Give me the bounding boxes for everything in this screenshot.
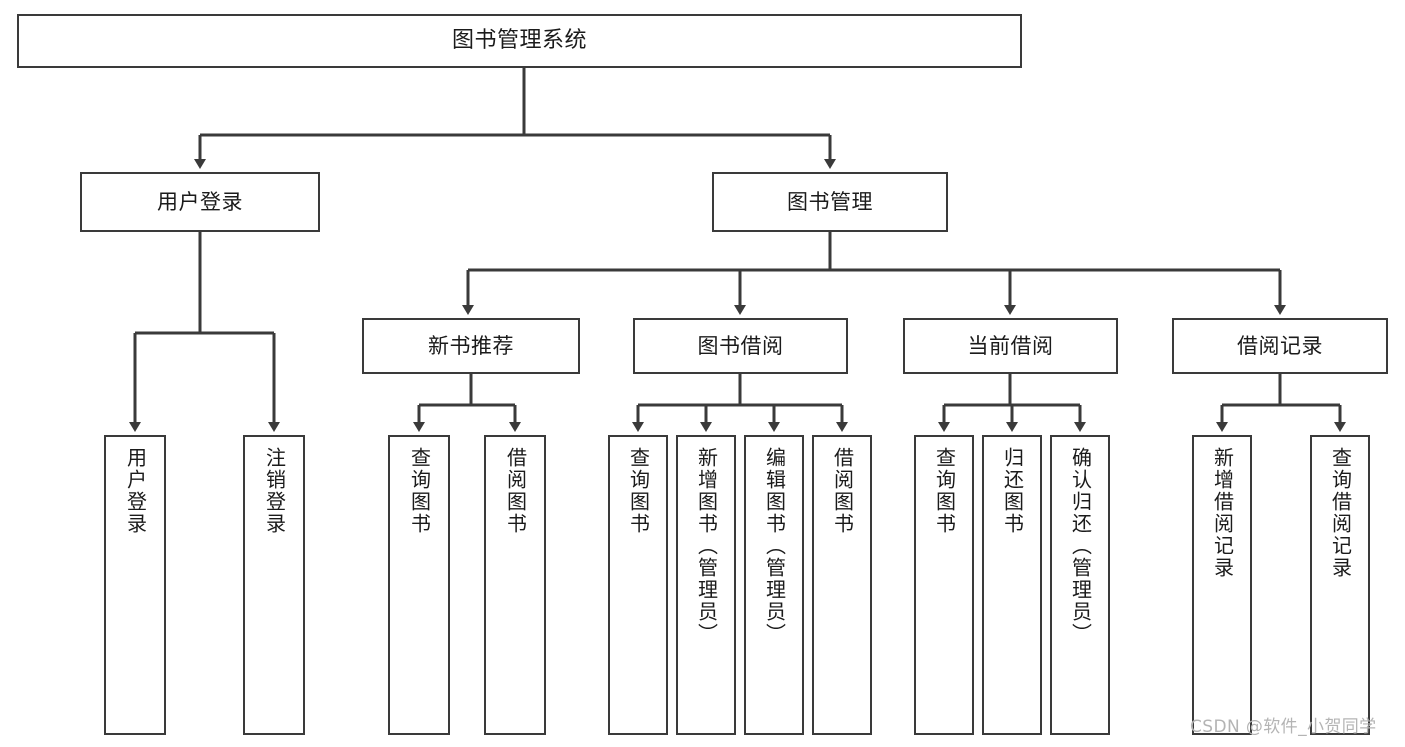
- node-label: 确认归还（管理员）: [1068, 447, 1093, 645]
- node-user-login[interactable]: 用户登录: [80, 172, 320, 232]
- node-label: 借阅图书: [503, 447, 528, 535]
- node-label: 新书推荐: [428, 333, 514, 358]
- leaf-user-login[interactable]: 用户登录: [104, 435, 166, 735]
- leaf-return-book[interactable]: 归还图书: [982, 435, 1042, 735]
- leaf-query-book-recommend[interactable]: 查询图书: [388, 435, 450, 735]
- node-label: 新增借阅记录: [1210, 447, 1235, 579]
- node-borrow-record[interactable]: 借阅记录: [1172, 318, 1388, 374]
- leaf-borrow-book[interactable]: 借阅图书: [812, 435, 872, 735]
- node-label: 编辑图书（管理员）: [762, 447, 787, 645]
- node-book-management[interactable]: 图书管理: [712, 172, 948, 232]
- leaf-add-book-admin[interactable]: 新增图书（管理员）: [676, 435, 736, 735]
- node-label: 当前借阅: [967, 333, 1054, 358]
- node-label: 借阅图书: [830, 447, 855, 535]
- node-label: 归还图书: [1000, 447, 1025, 535]
- leaf-query-borrow-record[interactable]: 查询借阅记录: [1310, 435, 1370, 735]
- node-label: 用户登录: [157, 189, 243, 214]
- node-new-book-recommend[interactable]: 新书推荐: [362, 318, 580, 374]
- node-label: 注销登录: [262, 447, 287, 535]
- node-label: 查询图书: [626, 447, 651, 535]
- leaf-logout[interactable]: 注销登录: [243, 435, 305, 735]
- node-label: 借阅记录: [1237, 333, 1323, 358]
- node-label: 查询借阅记录: [1328, 447, 1353, 579]
- node-root-system[interactable]: 图书管理系统: [17, 14, 1022, 68]
- node-label: 图书管理系统: [451, 28, 587, 54]
- node-label: 查询图书: [932, 447, 957, 535]
- node-label: 新增图书（管理员）: [694, 447, 719, 645]
- leaf-borrow-book-recommend[interactable]: 借阅图书: [484, 435, 546, 735]
- leaf-query-book-borrow[interactable]: 查询图书: [608, 435, 668, 735]
- node-label: 查询图书: [407, 447, 432, 535]
- leaf-add-borrow-record[interactable]: 新增借阅记录: [1192, 435, 1252, 735]
- node-current-borrow[interactable]: 当前借阅: [903, 318, 1118, 374]
- node-book-borrow[interactable]: 图书借阅: [633, 318, 848, 374]
- node-label: 图书借阅: [697, 333, 784, 358]
- node-label: 图书管理: [787, 189, 873, 214]
- node-label: 用户登录: [123, 447, 148, 535]
- leaf-confirm-return-admin[interactable]: 确认归还（管理员）: [1050, 435, 1110, 735]
- leaf-query-book-current[interactable]: 查询图书: [914, 435, 974, 735]
- leaf-edit-book-admin[interactable]: 编辑图书（管理员）: [744, 435, 804, 735]
